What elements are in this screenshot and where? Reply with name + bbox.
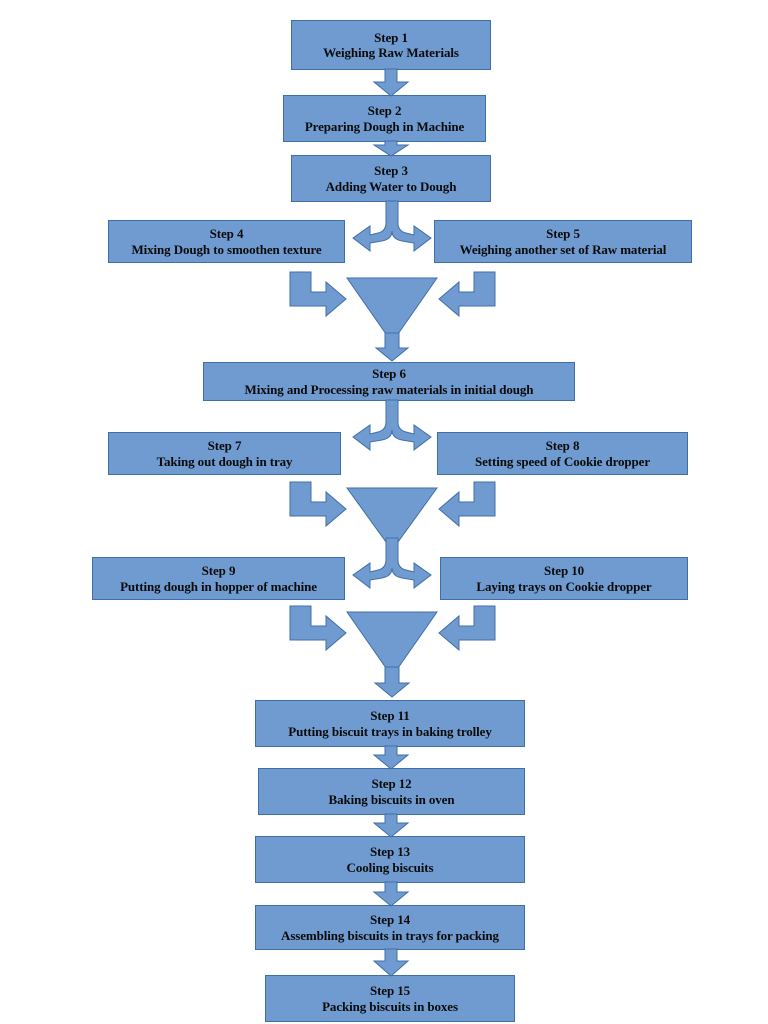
node-step11-title: Step 11: [370, 708, 410, 724]
node-step7-desc: Taking out dough in tray: [156, 453, 293, 469]
elbow-arrow-right-merge1-icon: [289, 271, 347, 318]
node-step3[interactable]: Step 3 Adding Water to Dough: [291, 155, 491, 202]
node-step9[interactable]: Step 9 Putting dough in hopper of machin…: [92, 557, 345, 600]
elbow-arrow-left-merge2-icon: [438, 481, 496, 528]
merge-triangle-1-icon: [346, 277, 438, 362]
node-step9-title: Step 9: [201, 563, 236, 579]
elbow-arrow-left-merge1-icon: [438, 271, 496, 318]
node-step4-title: Step 4: [209, 226, 244, 242]
node-step10-desc: Laying trays on Cookie dropper: [476, 578, 652, 594]
node-step5-title: Step 5: [546, 226, 580, 242]
merge-triangle-3-icon: [346, 611, 438, 698]
arrow-step2-step3-icon: [372, 140, 410, 157]
node-step15[interactable]: Step 15 Packing biscuits in boxes: [265, 975, 515, 1022]
node-step10-title: Step 10: [543, 563, 585, 579]
node-step14-desc: Assembling biscuits in trays for packing: [281, 927, 499, 943]
node-step6-desc: Mixing and Processing raw materials in i…: [244, 381, 534, 397]
node-step3-title: Step 3: [374, 163, 408, 179]
arrow-step14-step15-icon: [372, 948, 410, 977]
node-step12-title: Step 12: [371, 776, 412, 792]
node-step8-desc: Setting speed of Cookie dropper: [474, 453, 651, 469]
node-step4-desc: Mixing Dough to smoothen texture: [131, 241, 322, 257]
node-step14[interactable]: Step 14 Assembling biscuits in trays for…: [255, 905, 525, 950]
node-step7[interactable]: Step 7 Taking out dough in tray: [108, 432, 341, 475]
arrow-step11-step12-icon: [372, 745, 410, 770]
node-step12-desc: Baking biscuits in oven: [328, 791, 455, 807]
elbow-arrow-right-merge2-icon: [289, 481, 347, 528]
node-step9-desc: Putting dough in hopper of machine: [120, 578, 317, 594]
node-step2-desc: Preparing Dough in Machine: [304, 118, 465, 134]
node-step11-desc: Putting biscuit trays in baking trolley: [288, 723, 492, 739]
split-arrow-step6-icon: [352, 399, 432, 452]
node-step6-title: Step 6: [372, 366, 406, 382]
node-step10[interactable]: Step 10 Laying trays on Cookie dropper: [440, 557, 688, 600]
split-arrow-step3-icon: [352, 200, 432, 253]
elbow-arrow-right-merge3-icon: [289, 605, 347, 652]
node-step2-title: Step 2: [367, 103, 402, 119]
node-step7-title: Step 7: [207, 438, 242, 454]
node-step13-title: Step 13: [369, 844, 411, 860]
arrow-step1-step2-icon: [372, 68, 410, 97]
node-step6[interactable]: Step 6 Mixing and Processing raw materia…: [203, 362, 575, 401]
node-step5-desc: Weighing another set of Raw material: [459, 241, 667, 257]
node-step14-title: Step 14: [369, 912, 411, 928]
node-step12[interactable]: Step 12 Baking biscuits in oven: [258, 768, 525, 815]
arrow-step12-step13-icon: [372, 813, 410, 838]
node-step1-title: Step 1: [374, 29, 408, 45]
node-step5[interactable]: Step 5 Weighing another set of Raw mater…: [434, 220, 692, 263]
split-arrow-merge2-icon: [352, 537, 432, 590]
node-step13[interactable]: Step 13 Cooling biscuits: [255, 836, 525, 883]
node-step15-desc: Packing biscuits in boxes: [322, 998, 458, 1014]
node-step13-desc: Cooling biscuits: [346, 859, 434, 875]
node-step4[interactable]: Step 4 Mixing Dough to smoothen texture: [108, 220, 345, 263]
node-step2[interactable]: Step 2 Preparing Dough in Machine: [283, 95, 486, 142]
node-step1-desc: Weighing Raw Materials: [323, 45, 459, 60]
arrow-step13-step14-icon: [372, 881, 410, 907]
node-step15-title: Step 15: [369, 983, 411, 999]
node-step3-desc: Adding Water to Dough: [325, 178, 457, 194]
node-step8[interactable]: Step 8 Setting speed of Cookie dropper: [437, 432, 688, 475]
node-step1[interactable]: Step 1 Weighing Raw Materials: [291, 20, 491, 70]
node-step11[interactable]: Step 11 Putting biscuit trays in baking …: [255, 700, 525, 747]
elbow-arrow-left-merge3-icon: [438, 605, 496, 652]
node-step8-title: Step 8: [545, 438, 580, 454]
